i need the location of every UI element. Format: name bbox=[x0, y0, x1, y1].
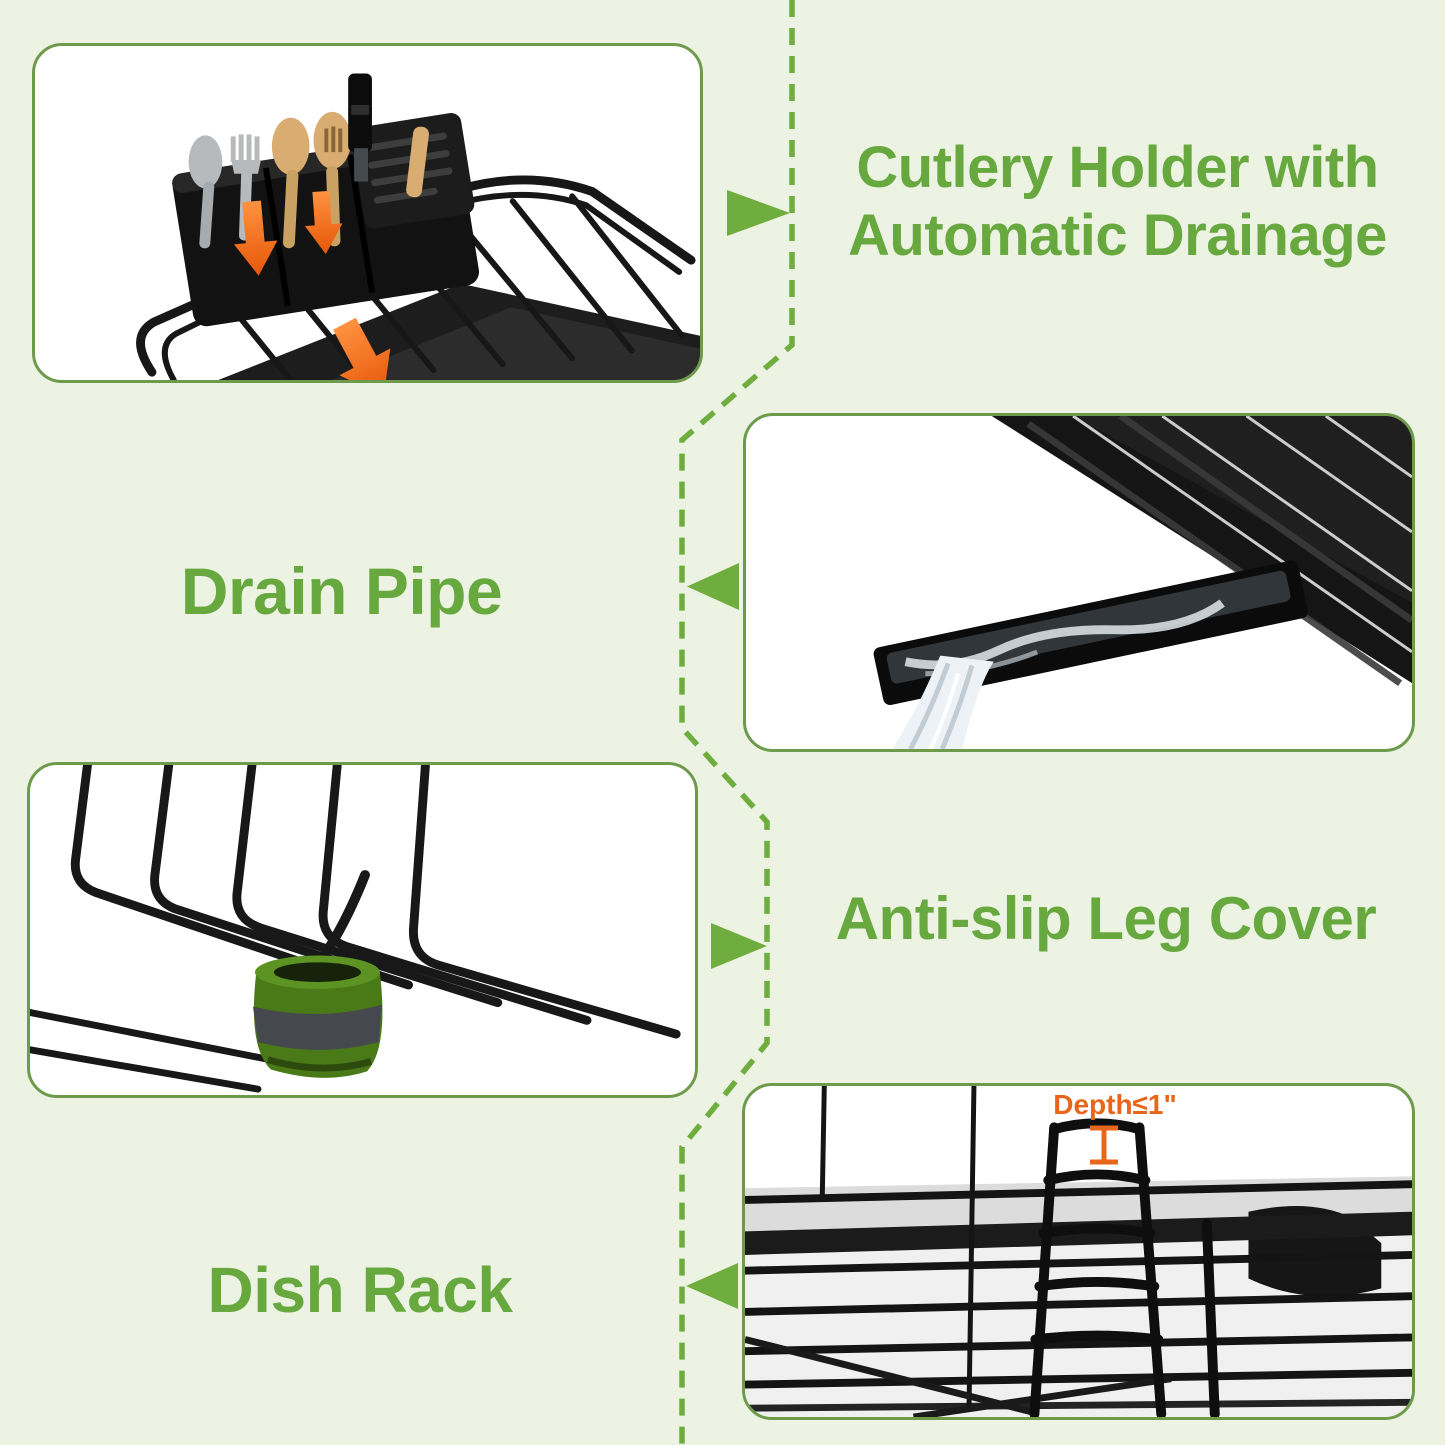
dish-rack-illustration bbox=[745, 1086, 1412, 1417]
feature-title-dish-rack: Dish Rack bbox=[207, 1254, 513, 1326]
cutlery-holder-illustration bbox=[136, 73, 700, 380]
title-line-2: Automatic Drainage bbox=[848, 203, 1387, 268]
arrow-right-icon bbox=[727, 190, 790, 236]
down-arrow-icons bbox=[233, 190, 391, 380]
photo-panel-cutlery-holder bbox=[32, 43, 703, 383]
utensils bbox=[188, 73, 429, 249]
arrow-left-icon bbox=[687, 563, 739, 610]
depth-annotation: Depth≤1" bbox=[1053, 1089, 1177, 1120]
arrow-right-icon bbox=[711, 923, 767, 969]
photo-panel-drain-pipe bbox=[743, 413, 1415, 752]
feature-title-drain-pipe: Drain Pipe bbox=[180, 554, 503, 628]
anti-slip-foot bbox=[252, 955, 383, 1078]
leg-cover-illustration bbox=[30, 765, 681, 1093]
title-line-1: Cutlery Holder with bbox=[856, 135, 1379, 200]
feature-title-cutlery-holder: Cutlery Holder with Automatic Drainage bbox=[790, 134, 1445, 270]
photo-panel-leg-cover bbox=[27, 762, 698, 1098]
feature-title-leg-cover: Anti-slip Leg Cover bbox=[835, 885, 1377, 952]
arrow-left-icon bbox=[686, 1263, 738, 1309]
depth-measure-icon bbox=[1090, 1125, 1118, 1165]
drain-pipe-illustration bbox=[873, 416, 1412, 749]
photo-panel-dish-rack: Depth≤1" bbox=[742, 1083, 1415, 1420]
